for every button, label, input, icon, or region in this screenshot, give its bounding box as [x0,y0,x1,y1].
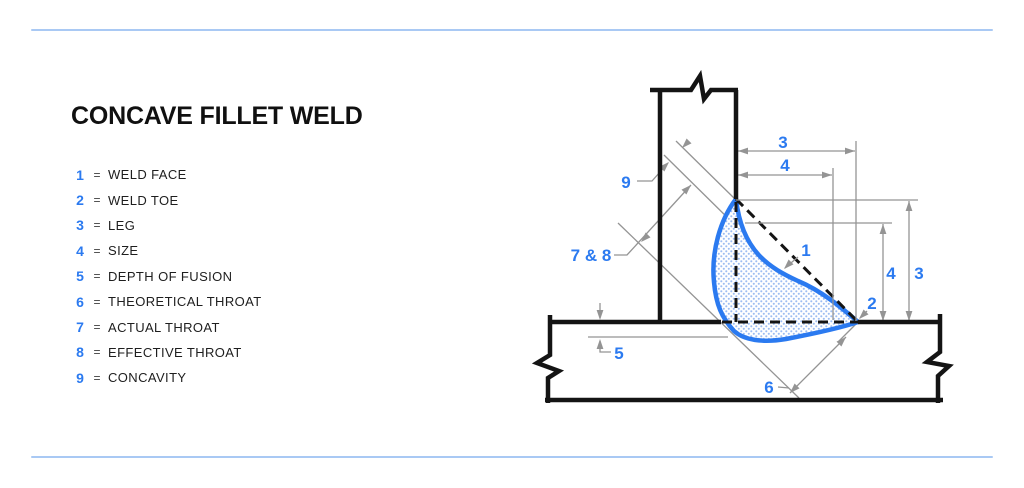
throat-root-extension-line [617,222,800,399]
equals-sign: = [93,218,101,233]
page-title: CONCAVE FILLET WELD [71,102,363,130]
arrowhead [845,147,855,155]
dim-leg-right: 3 [905,201,924,321]
arrowhead [596,339,604,349]
legend-label: LEG [108,217,136,233]
legend-label: SIZE [108,243,139,259]
legend-item-concavity: 9 = CONCAVITY [72,365,262,390]
arrowhead [738,171,748,179]
legend-item-effective-throat: 8 = EFFECTIVE THROAT [72,340,262,365]
legend-number: 7 [76,319,84,336]
equals-sign: = [93,370,101,385]
legend-item-theoretical-throat: 6 = THEORETICAL THROAT [72,289,262,314]
legend-item-leg: 3 = LEG [72,213,262,238]
dim-label-concavity: 9 [621,173,630,192]
break-symbol-top [650,69,738,105]
bottom-divider-rule [31,456,993,458]
legend-label: THEORETICAL THROAT [108,294,262,310]
dim-label-size-right: 4 [886,264,896,283]
equals-sign: = [93,294,101,309]
arrowhead [905,201,913,211]
dim-label-weld-face: 1 [801,241,810,260]
arrowhead [682,138,692,148]
legend-label: ACTUAL THROAT [108,319,220,335]
dim-throat: 7 & 8 [571,184,800,399]
arrowhead [784,259,794,269]
legend-item-weld-face: 1 = WELD FACE [72,162,262,187]
arrowhead [738,147,748,155]
dim-depth-of-fusion: 5 [588,303,728,363]
dim-label-throats: 7 & 8 [571,246,612,265]
legend-label: WELD TOE [108,192,179,208]
equals-sign: = [93,320,101,335]
legend-number: 5 [76,268,84,285]
vertical-plate [650,69,739,322]
dim-size-right: 4 [879,224,896,321]
legend-number: 1 [76,166,84,183]
arrowhead [681,185,691,195]
arrowhead [879,224,887,234]
dashed-hypotenuse [734,197,860,324]
legend-label: DEPTH OF FUSION [108,268,233,284]
legend-number: 9 [76,369,84,386]
arrowhead [596,310,604,320]
top-divider-rule [31,29,993,31]
dim-label-leg-right: 3 [914,264,923,283]
toe-extension-segment [837,323,857,343]
legend-item-actual-throat: 7 = ACTUAL THROAT [72,314,262,339]
legend: 1 = WELD FACE 2 = WELD TOE 3 = LEG 4 = S… [72,162,262,391]
legend-number: 6 [76,293,84,310]
legend-item-size: 4 = SIZE [72,238,262,263]
legend-label: EFFECTIVE THROAT [108,344,242,360]
arrowhead [836,337,846,347]
theoretical-throat-dim-line [789,336,847,394]
dim-theoretical-throat: 6 [764,323,857,397]
arrowhead [790,383,800,393]
dim-label-depth-of-fusion: 5 [614,344,623,363]
dim-label-weld-toe: 2 [867,294,876,313]
dim-leg-top: 3 [738,133,855,155]
equals-sign: = [93,193,101,208]
arrowhead [879,311,887,321]
dim-label-size-top: 4 [780,156,790,175]
equals-sign: = [93,167,101,182]
legend-number: 4 [76,242,84,259]
equals-sign: = [93,345,101,360]
equals-sign: = [93,243,101,258]
arrowhead [905,311,913,321]
legend-label: CONCAVITY [108,370,187,386]
horizontal-plate [531,314,954,403]
throat-leader-line [614,184,692,256]
arrowhead [859,309,869,319]
break-symbol-left [531,315,565,403]
dim-label-leg-top: 3 [778,133,787,152]
weld-face-plane-extension-line [675,140,737,201]
callout-weld-face: 1 [784,241,811,269]
dim-concavity: 9 [621,138,738,228]
theoretical-weld-triangle [722,197,860,324]
equals-sign: = [93,269,101,284]
legend-label: WELD FACE [108,167,187,183]
break-symbol-right [921,314,954,403]
legend-item-weld-toe: 2 = WELD TOE [72,187,262,212]
dim-size-top: 4 [738,156,832,179]
legend-item-depth-of-fusion: 5 = DEPTH OF FUSION [72,264,262,289]
weld-bead [711,196,861,343]
legend-number: 2 [76,192,84,209]
legend-number: 3 [76,217,84,234]
callout-weld-toe: 2 [859,294,877,319]
theoretical-leader-line [777,386,790,389]
arrowhead [641,232,651,242]
dim-label-theoretical-throat: 6 [764,378,773,397]
arrowhead [659,162,669,172]
legend-number: 8 [76,344,84,361]
arrowhead [822,171,832,179]
